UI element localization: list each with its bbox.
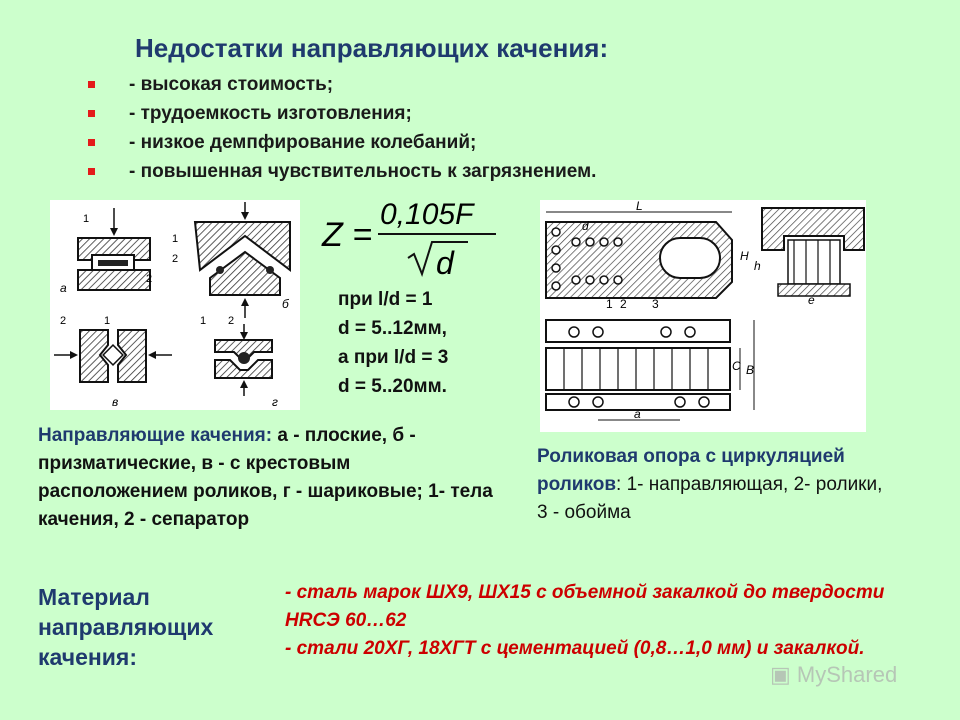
- list-item: - низкое демпфирование колебаний;: [88, 128, 596, 157]
- label-3: 3: [652, 297, 659, 311]
- material-item: - сталь марок ШХ9, ШХ15 с объемной закал…: [285, 582, 885, 631]
- watermark-icon: ▣: [770, 662, 797, 687]
- label-1: 1: [200, 315, 206, 327]
- formula-lhs: Z =: [321, 216, 372, 254]
- bullet-square-icon: [88, 139, 95, 146]
- crossed-roller-guide-diagram: [54, 329, 172, 383]
- label-v: в: [112, 395, 118, 409]
- rolling-guides-caption: Направляющие качения: а - плоские, б - п…: [38, 425, 493, 530]
- formula-numerator: 0,105F: [380, 198, 475, 231]
- label-L: L: [636, 200, 643, 213]
- list-item: - повышенная чувствительность к загрязне…: [88, 157, 596, 186]
- label-2: 2: [228, 315, 234, 327]
- bullet-square-icon: [88, 168, 95, 175]
- list-item: - трудоемкость изготовления;: [88, 99, 596, 128]
- roller-support-caption: Роликовая опора с циркуляцией роликов: 1…: [537, 446, 883, 523]
- bullet-square-icon: [88, 110, 95, 117]
- roller-support-plan-view: [545, 211, 733, 299]
- flat-guide-diagram: [77, 208, 151, 291]
- label-2: 2: [620, 297, 627, 311]
- label-a: a: [634, 407, 641, 421]
- label-1: 1: [172, 233, 178, 245]
- label-h: h: [754, 259, 761, 273]
- disadvantages-list: - высокая стоимость; - трудоемкость изго…: [88, 70, 596, 186]
- rolling-guides-types-figure: 1 2 а 1 2 б 2 1 в 1 2 г: [50, 200, 300, 410]
- material-list: - сталь марок ШХ9, ШХ15 с объемной закал…: [285, 579, 905, 663]
- label-2: 2: [60, 315, 66, 327]
- formula: Z = 0,105F d: [321, 198, 496, 280]
- label-2: 2: [146, 273, 152, 285]
- label-1: 1: [606, 297, 613, 311]
- label-a: а: [60, 281, 67, 295]
- label-e: e: [808, 293, 815, 307]
- roller-support-side-view: [545, 319, 755, 421]
- watermark: ▣ MyShared: [770, 662, 898, 687]
- ball-guide-diagram: [214, 324, 273, 396]
- label-1: 1: [104, 315, 110, 327]
- roller-support-figure: L d 1 2 3 H h e a C B: [540, 200, 866, 432]
- material-heading: Материал направляющих качения:: [38, 584, 214, 670]
- label-b: б: [282, 297, 290, 311]
- label-B: B: [746, 363, 754, 377]
- formula-conditions: при l/d = 1 d = 5..12мм, а при l/d = 3 d…: [338, 289, 449, 397]
- prismatic-guide-diagram: [193, 202, 291, 318]
- label-H: H: [740, 249, 749, 263]
- material-item: - стали 20ХГ, 18ХГТ с цементацией (0,8…1…: [285, 638, 865, 659]
- slide-title: Недостатки направляющих качения:: [135, 33, 609, 63]
- label-1: 1: [83, 213, 89, 225]
- roller-support-section-view: [761, 207, 865, 297]
- bullet-square-icon: [88, 81, 95, 88]
- formula-denominator: d: [436, 245, 455, 280]
- list-item: - высокая стоимость;: [88, 70, 596, 99]
- label-d: d: [582, 219, 589, 233]
- label-g: г: [272, 395, 278, 409]
- label-2: 2: [172, 253, 178, 265]
- label-C: C: [732, 359, 741, 373]
